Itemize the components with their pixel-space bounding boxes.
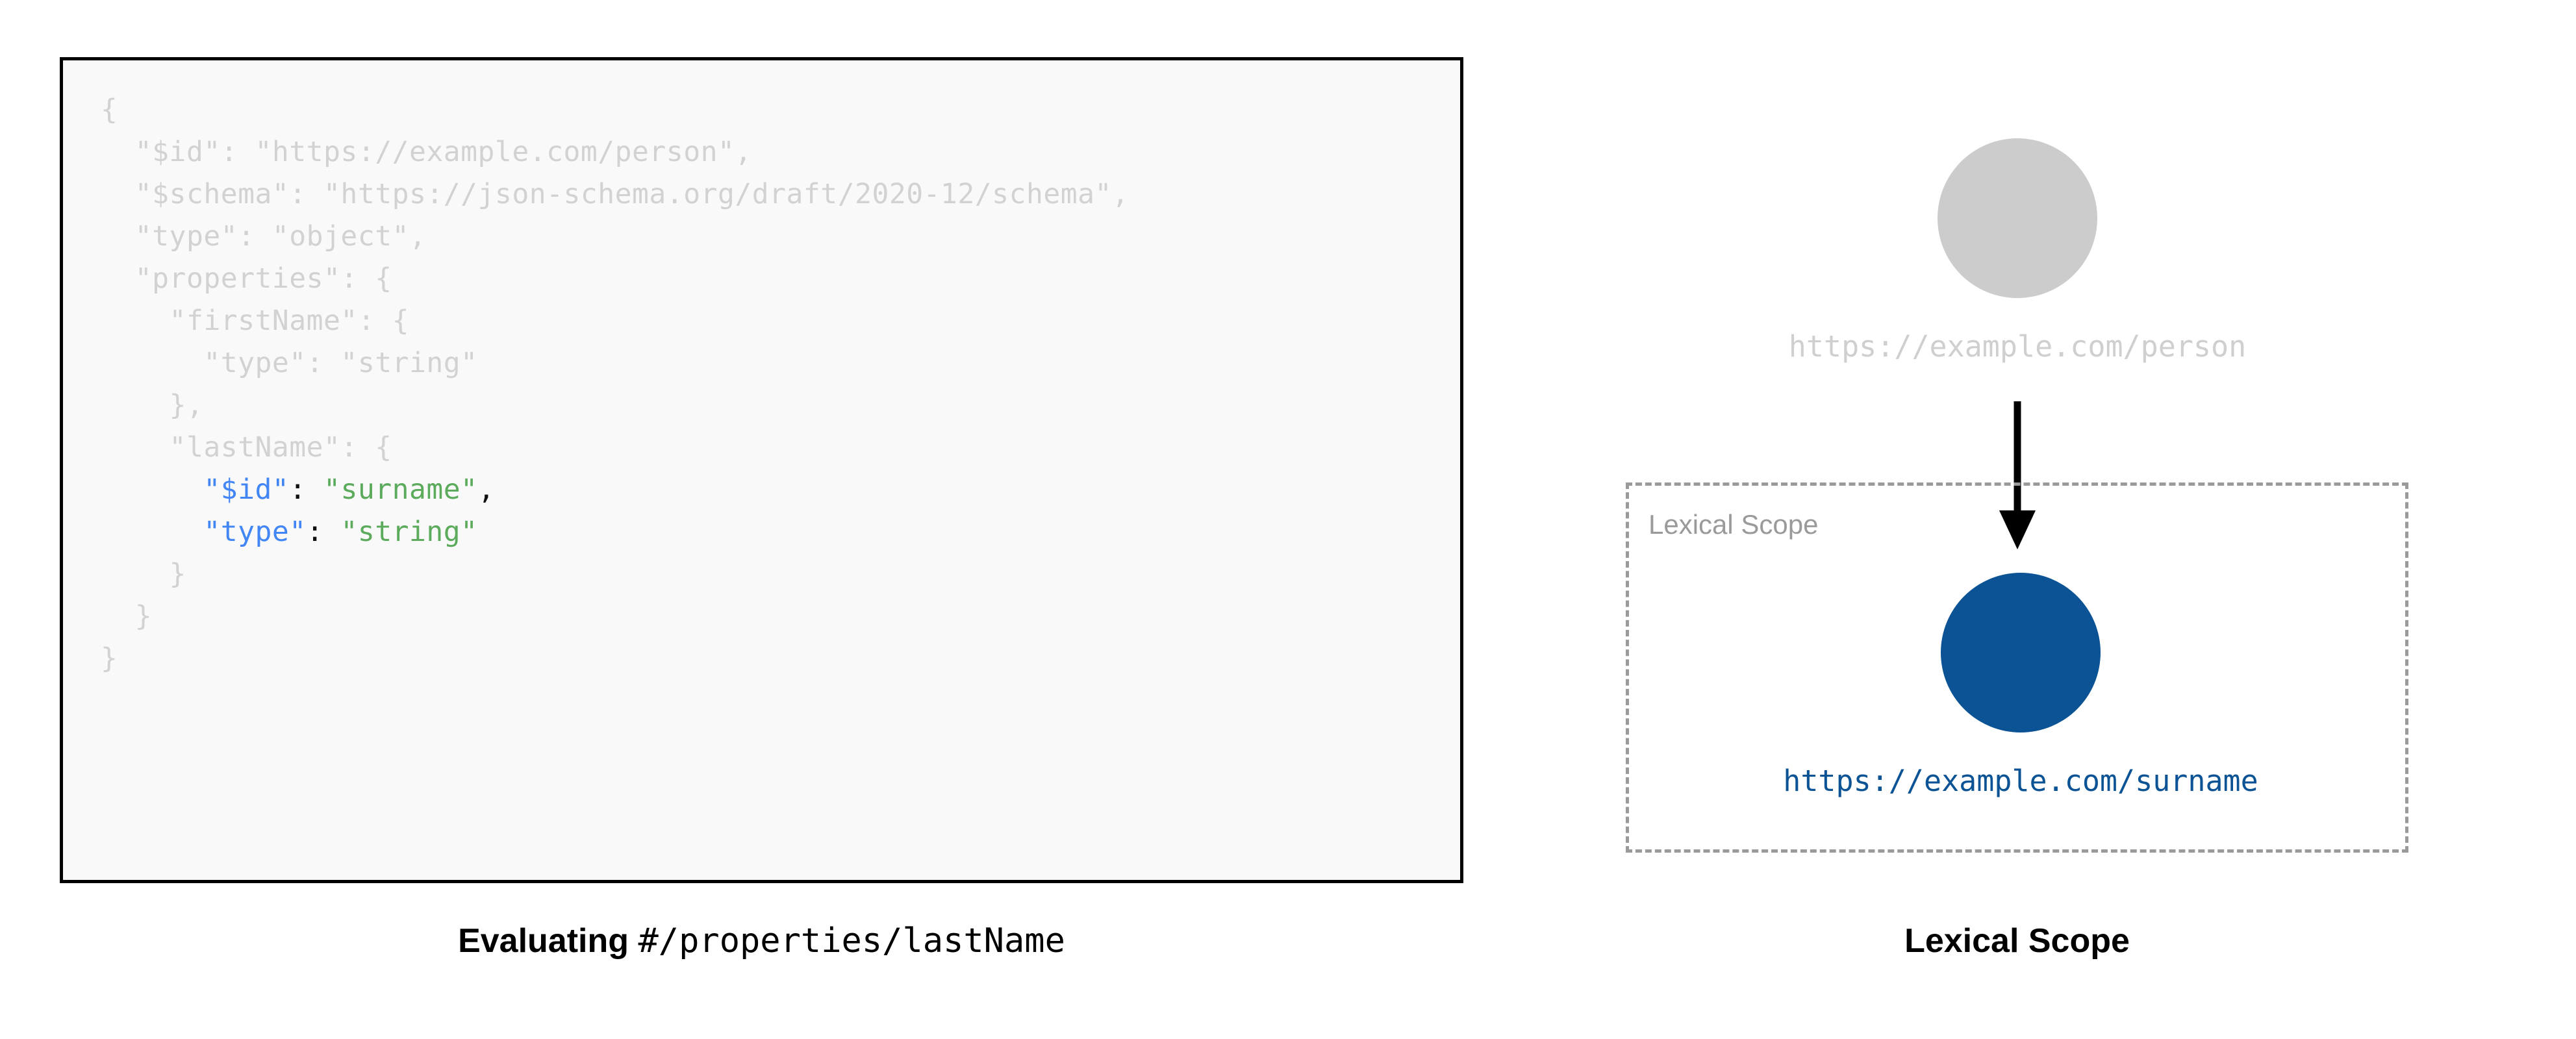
- lexical-scope-box: Lexical Scope: [1626, 482, 2408, 853]
- down-arrow-icon: [1985, 401, 2050, 557]
- code-line: {: [101, 89, 1129, 131]
- code-token: [101, 516, 203, 548]
- code-token: "string": [340, 516, 478, 548]
- code-token: "$id": [203, 473, 290, 506]
- outer-scope-uri-label: https://example.com/person: [1788, 329, 2247, 364]
- code-line: "type": "string": [101, 342, 1129, 384]
- code-block-container: { "$id": "https://example.com/person", "…: [60, 57, 1463, 883]
- code-token: "firstName": {: [101, 305, 409, 337]
- code-token: "properties": {: [101, 262, 392, 295]
- code-line: "$id": "https://example.com/person",: [101, 131, 1129, 173]
- code-token: }: [101, 600, 153, 632]
- code-token: "$id": "https://example.com/person",: [101, 136, 752, 168]
- code-line: }: [101, 553, 1129, 595]
- code-token: ,: [477, 473, 495, 506]
- code-line: "lastName": {: [101, 427, 1129, 469]
- code-line: "type": "string": [101, 511, 1129, 553]
- lexical-scope-diagram-panel: https://example.com/person Lexical Scope…: [1520, 0, 2576, 1039]
- outer-scope-circle: [1938, 138, 2097, 298]
- json-schema-code-listing: { "$id": "https://example.com/person", "…: [101, 89, 1129, 680]
- code-line: "$schema": "https://json-schema.org/draf…: [101, 173, 1129, 216]
- code-line: "$id": "surname",: [101, 469, 1129, 511]
- left-panel-caption: Evaluating #/properties/lastName: [60, 921, 1463, 961]
- code-token: "type": [203, 516, 307, 548]
- code-token: :: [306, 516, 324, 548]
- code-token: }: [101, 558, 186, 590]
- code-line: }: [101, 595, 1129, 638]
- code-token: [307, 473, 323, 506]
- code-line: }: [101, 638, 1129, 680]
- code-line: "properties": {: [101, 258, 1129, 300]
- caption-json-pointer: #/properties/lastName: [638, 921, 1065, 960]
- caption-bold-prefix: Evaluating: [458, 922, 638, 960]
- right-panel-caption: Lexical Scope: [1904, 922, 2130, 960]
- code-token: },: [101, 389, 204, 421]
- inner-scope-uri-label: https://example.com/surname: [1783, 764, 2258, 798]
- schema-code-panel: { "$id": "https://example.com/person", "…: [60, 57, 1463, 961]
- code-token: [101, 473, 203, 506]
- code-line: },: [101, 384, 1129, 427]
- code-token: "lastName": {: [101, 431, 392, 464]
- code-token: }: [101, 642, 118, 675]
- code-token: {: [101, 94, 118, 126]
- code-token: "$schema": "https://json-schema.org/draf…: [101, 178, 1130, 210]
- code-token: :: [289, 473, 307, 506]
- code-token: "type": "string": [101, 347, 478, 379]
- lexical-scope-box-label: Lexical Scope: [1648, 509, 1819, 540]
- inner-scope-circle: [1941, 573, 2101, 732]
- code-line: "firstName": {: [101, 300, 1129, 342]
- code-line: "type": "object",: [101, 216, 1129, 258]
- code-token: "surname": [323, 473, 478, 506]
- code-token: "type": "object",: [101, 220, 427, 253]
- code-token: [323, 516, 340, 548]
